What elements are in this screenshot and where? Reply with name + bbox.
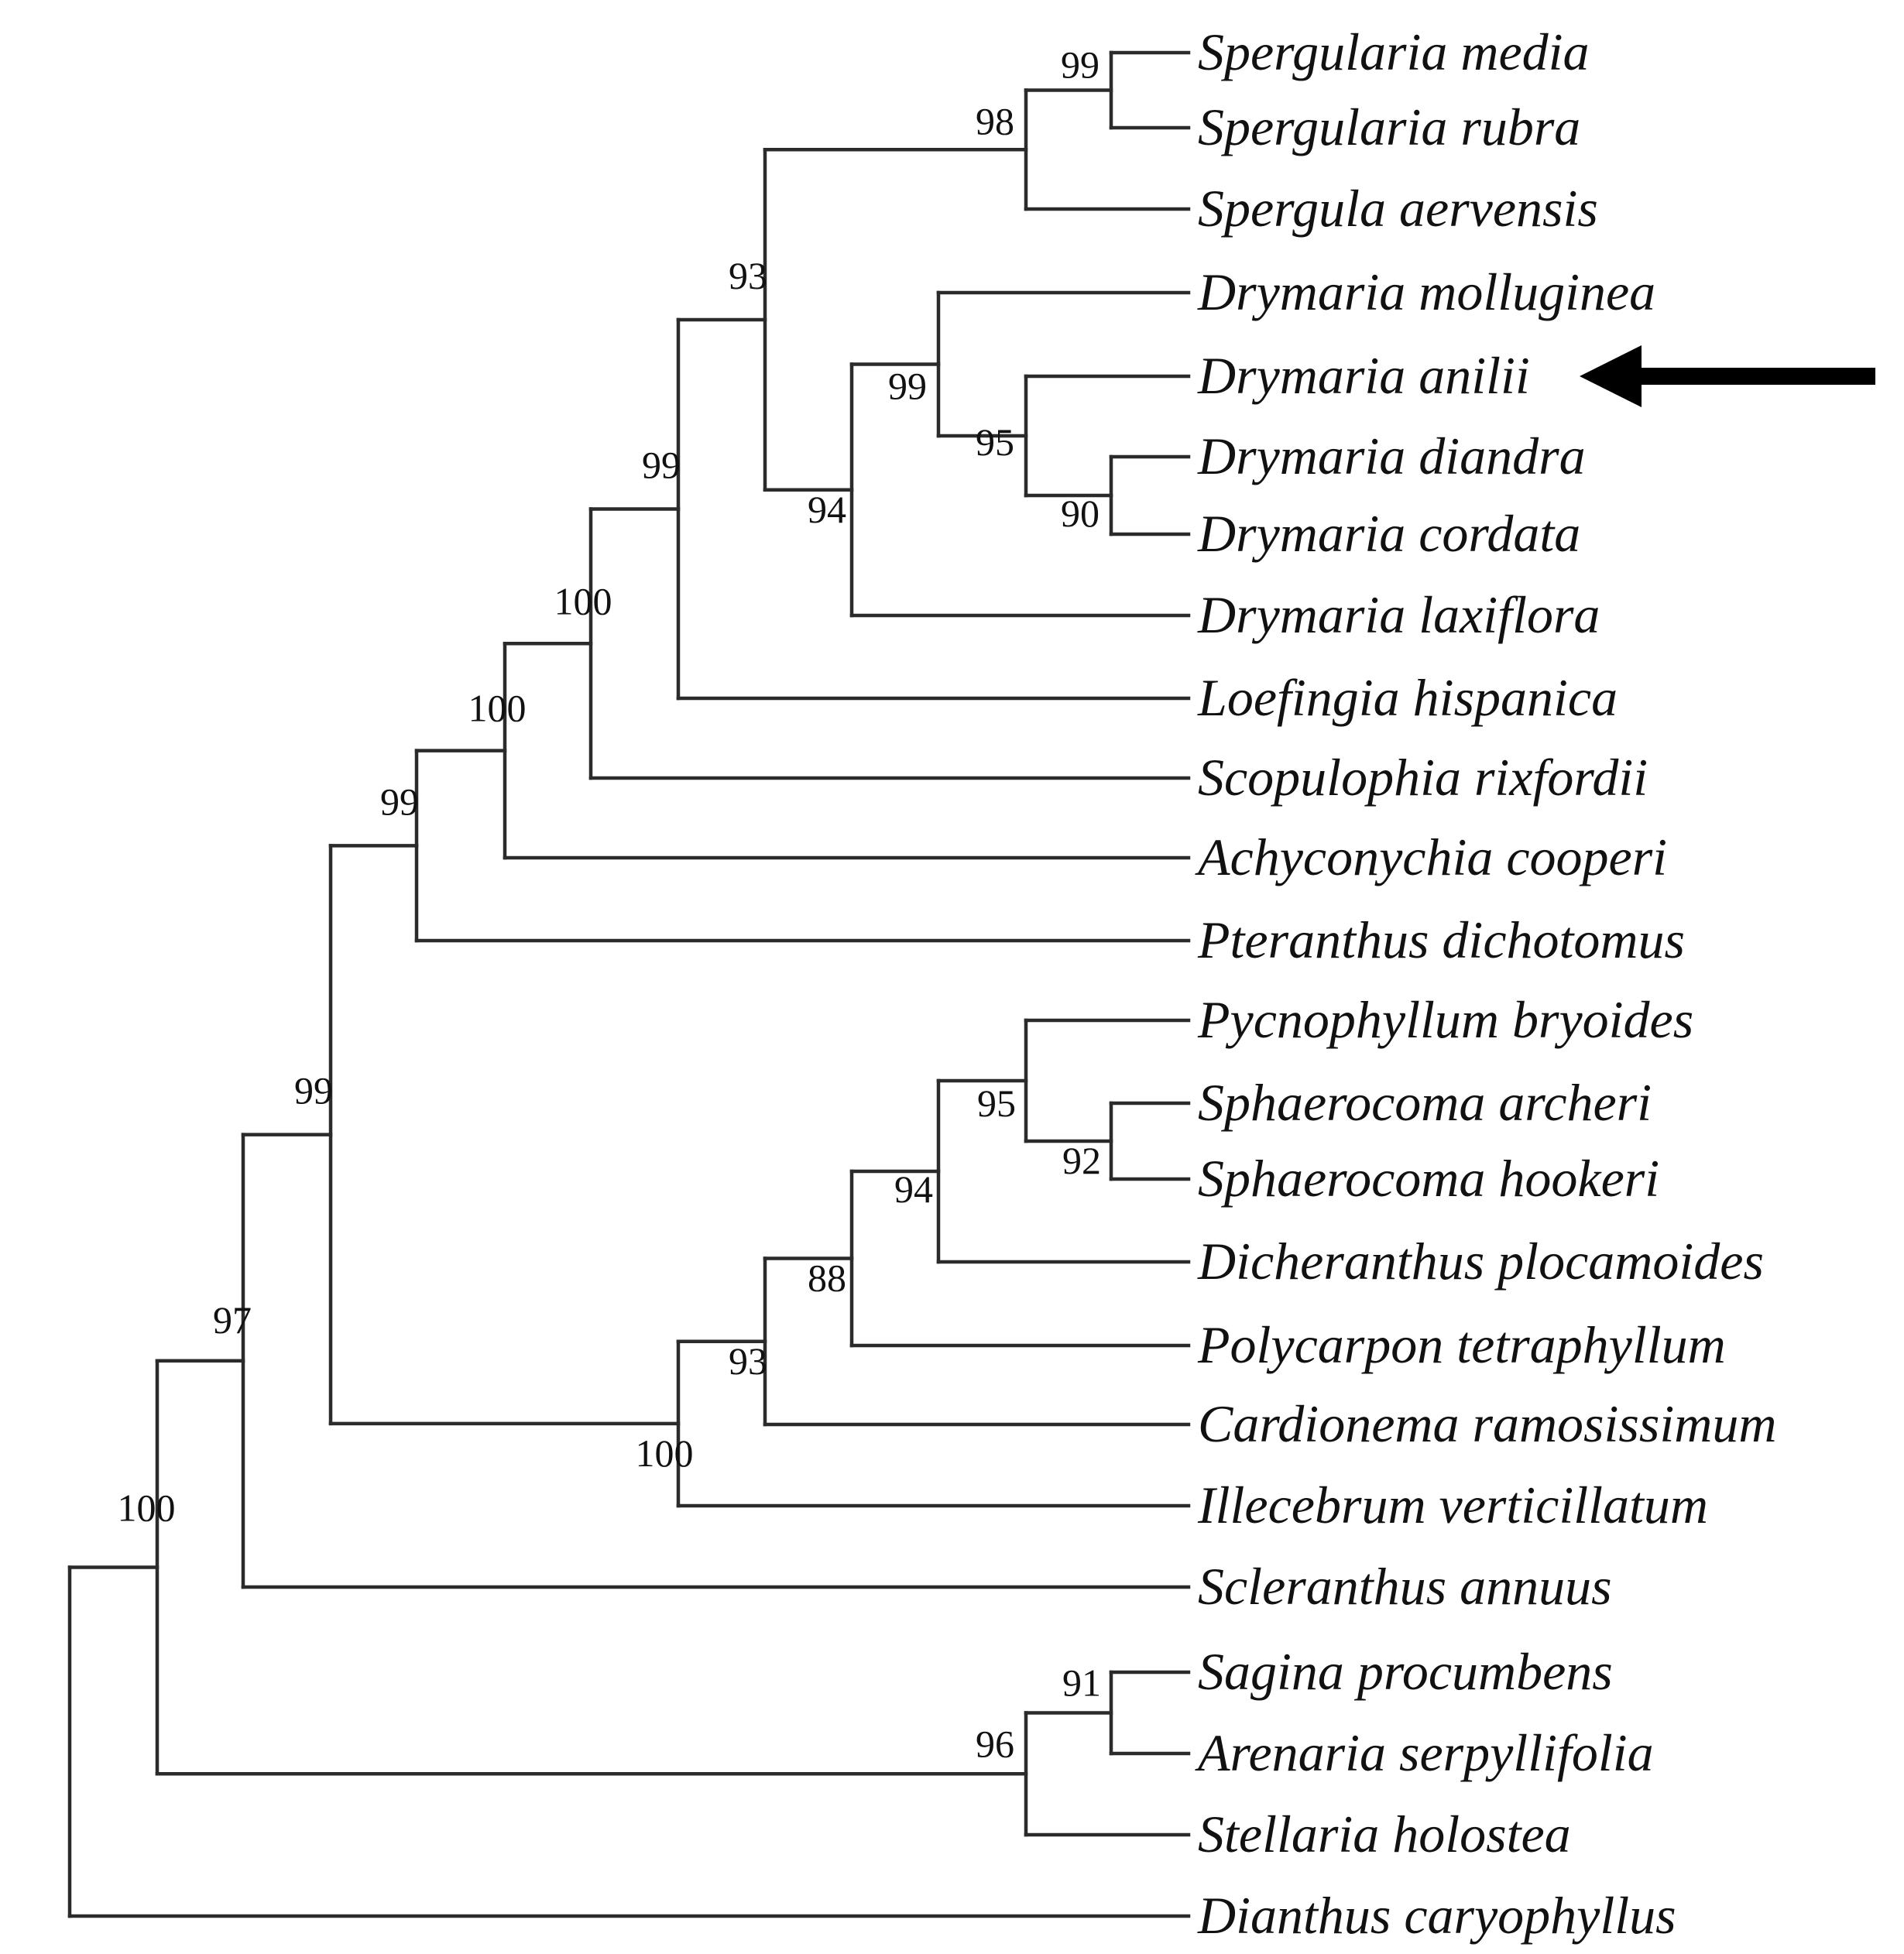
taxon-label: Drymaria anilii xyxy=(1197,346,1530,405)
support-value-c7: 93 xyxy=(729,254,767,297)
taxon-label: Pteranthus dichotomus xyxy=(1197,910,1685,969)
support-value-c2: 98 xyxy=(976,99,1014,142)
support-value-c4: 95 xyxy=(976,420,1014,464)
taxon-label: Illecebrum verticillatum xyxy=(1197,1476,1708,1534)
taxon-label: Drymaria molluginea xyxy=(1197,262,1655,321)
taxon-label: Stellaria holostea xyxy=(1198,1805,1571,1863)
taxon-label: Scleranthus annuus xyxy=(1198,1557,1612,1616)
arrow-head xyxy=(1580,345,1642,407)
arrow-shaft xyxy=(1634,368,1875,385)
taxon-label: Sphaerocoma archeri xyxy=(1198,1073,1652,1132)
taxon-label: Dianthus caryophyllus xyxy=(1197,1886,1676,1945)
support-value-c18: 99 xyxy=(294,1069,333,1112)
support-value-c11: 99 xyxy=(380,780,419,823)
taxon-label: Cardionema ramosissimum xyxy=(1198,1394,1776,1453)
support-value-c15: 88 xyxy=(808,1256,846,1300)
support-value-c20: 91 xyxy=(1062,1661,1101,1705)
support-value-c10: 100 xyxy=(468,687,527,730)
support-value-c9: 100 xyxy=(554,579,612,622)
taxon-label: Spergularia media xyxy=(1198,22,1590,81)
taxon-label: Drymaria laxiflora xyxy=(1197,585,1600,644)
taxon-label: Dicheranthus plocamoides xyxy=(1197,1232,1764,1291)
support-value-c17: 100 xyxy=(636,1431,694,1475)
taxon-label: Arenaria serpyllifolia xyxy=(1195,1723,1654,1782)
taxon-label: Achyconychia cooperi xyxy=(1195,828,1667,886)
support-value-c1: 99 xyxy=(1061,43,1100,87)
taxon-label: Spergula aervensis xyxy=(1198,179,1598,238)
support-value-c21: 96 xyxy=(976,1722,1014,1765)
taxon-label: Sagina procumbens xyxy=(1198,1642,1613,1701)
support-value-c3: 90 xyxy=(1061,492,1100,535)
taxon-label: Scopulophia rixfordii xyxy=(1198,748,1648,807)
highlight-arrow-icon xyxy=(1580,345,1875,407)
support-value-c8: 99 xyxy=(642,444,681,487)
support-value-c19: 97 xyxy=(213,1298,252,1342)
taxon-label: Polycarpon tetraphyllum xyxy=(1197,1315,1726,1374)
support-value-c16: 93 xyxy=(729,1339,767,1383)
support-value-c12: 92 xyxy=(1062,1139,1101,1182)
taxon-label: Drymaria cordata xyxy=(1197,504,1580,563)
taxon-label: Loefingia hispanica xyxy=(1197,668,1618,727)
support-value-c6: 94 xyxy=(808,488,846,531)
support-value-c13: 95 xyxy=(977,1082,1016,1125)
support-value-c22: 100 xyxy=(118,1486,176,1530)
support-value-c14: 94 xyxy=(894,1167,933,1211)
tree-branches xyxy=(67,50,1191,1918)
support-values: 99 98 90 95 99 94 93 99 100 100 99 92 95 94 88 93 100 99 9… xyxy=(118,43,1102,1766)
support-value-c5: 99 xyxy=(888,365,927,408)
taxon-label: Spergularia rubra xyxy=(1198,98,1580,156)
taxon-label: Drymaria diandra xyxy=(1197,427,1586,485)
taxon-label: Pycnophyllum bryoides xyxy=(1197,990,1693,1049)
taxon-label: Sphaerocoma hookeri xyxy=(1198,1149,1659,1208)
